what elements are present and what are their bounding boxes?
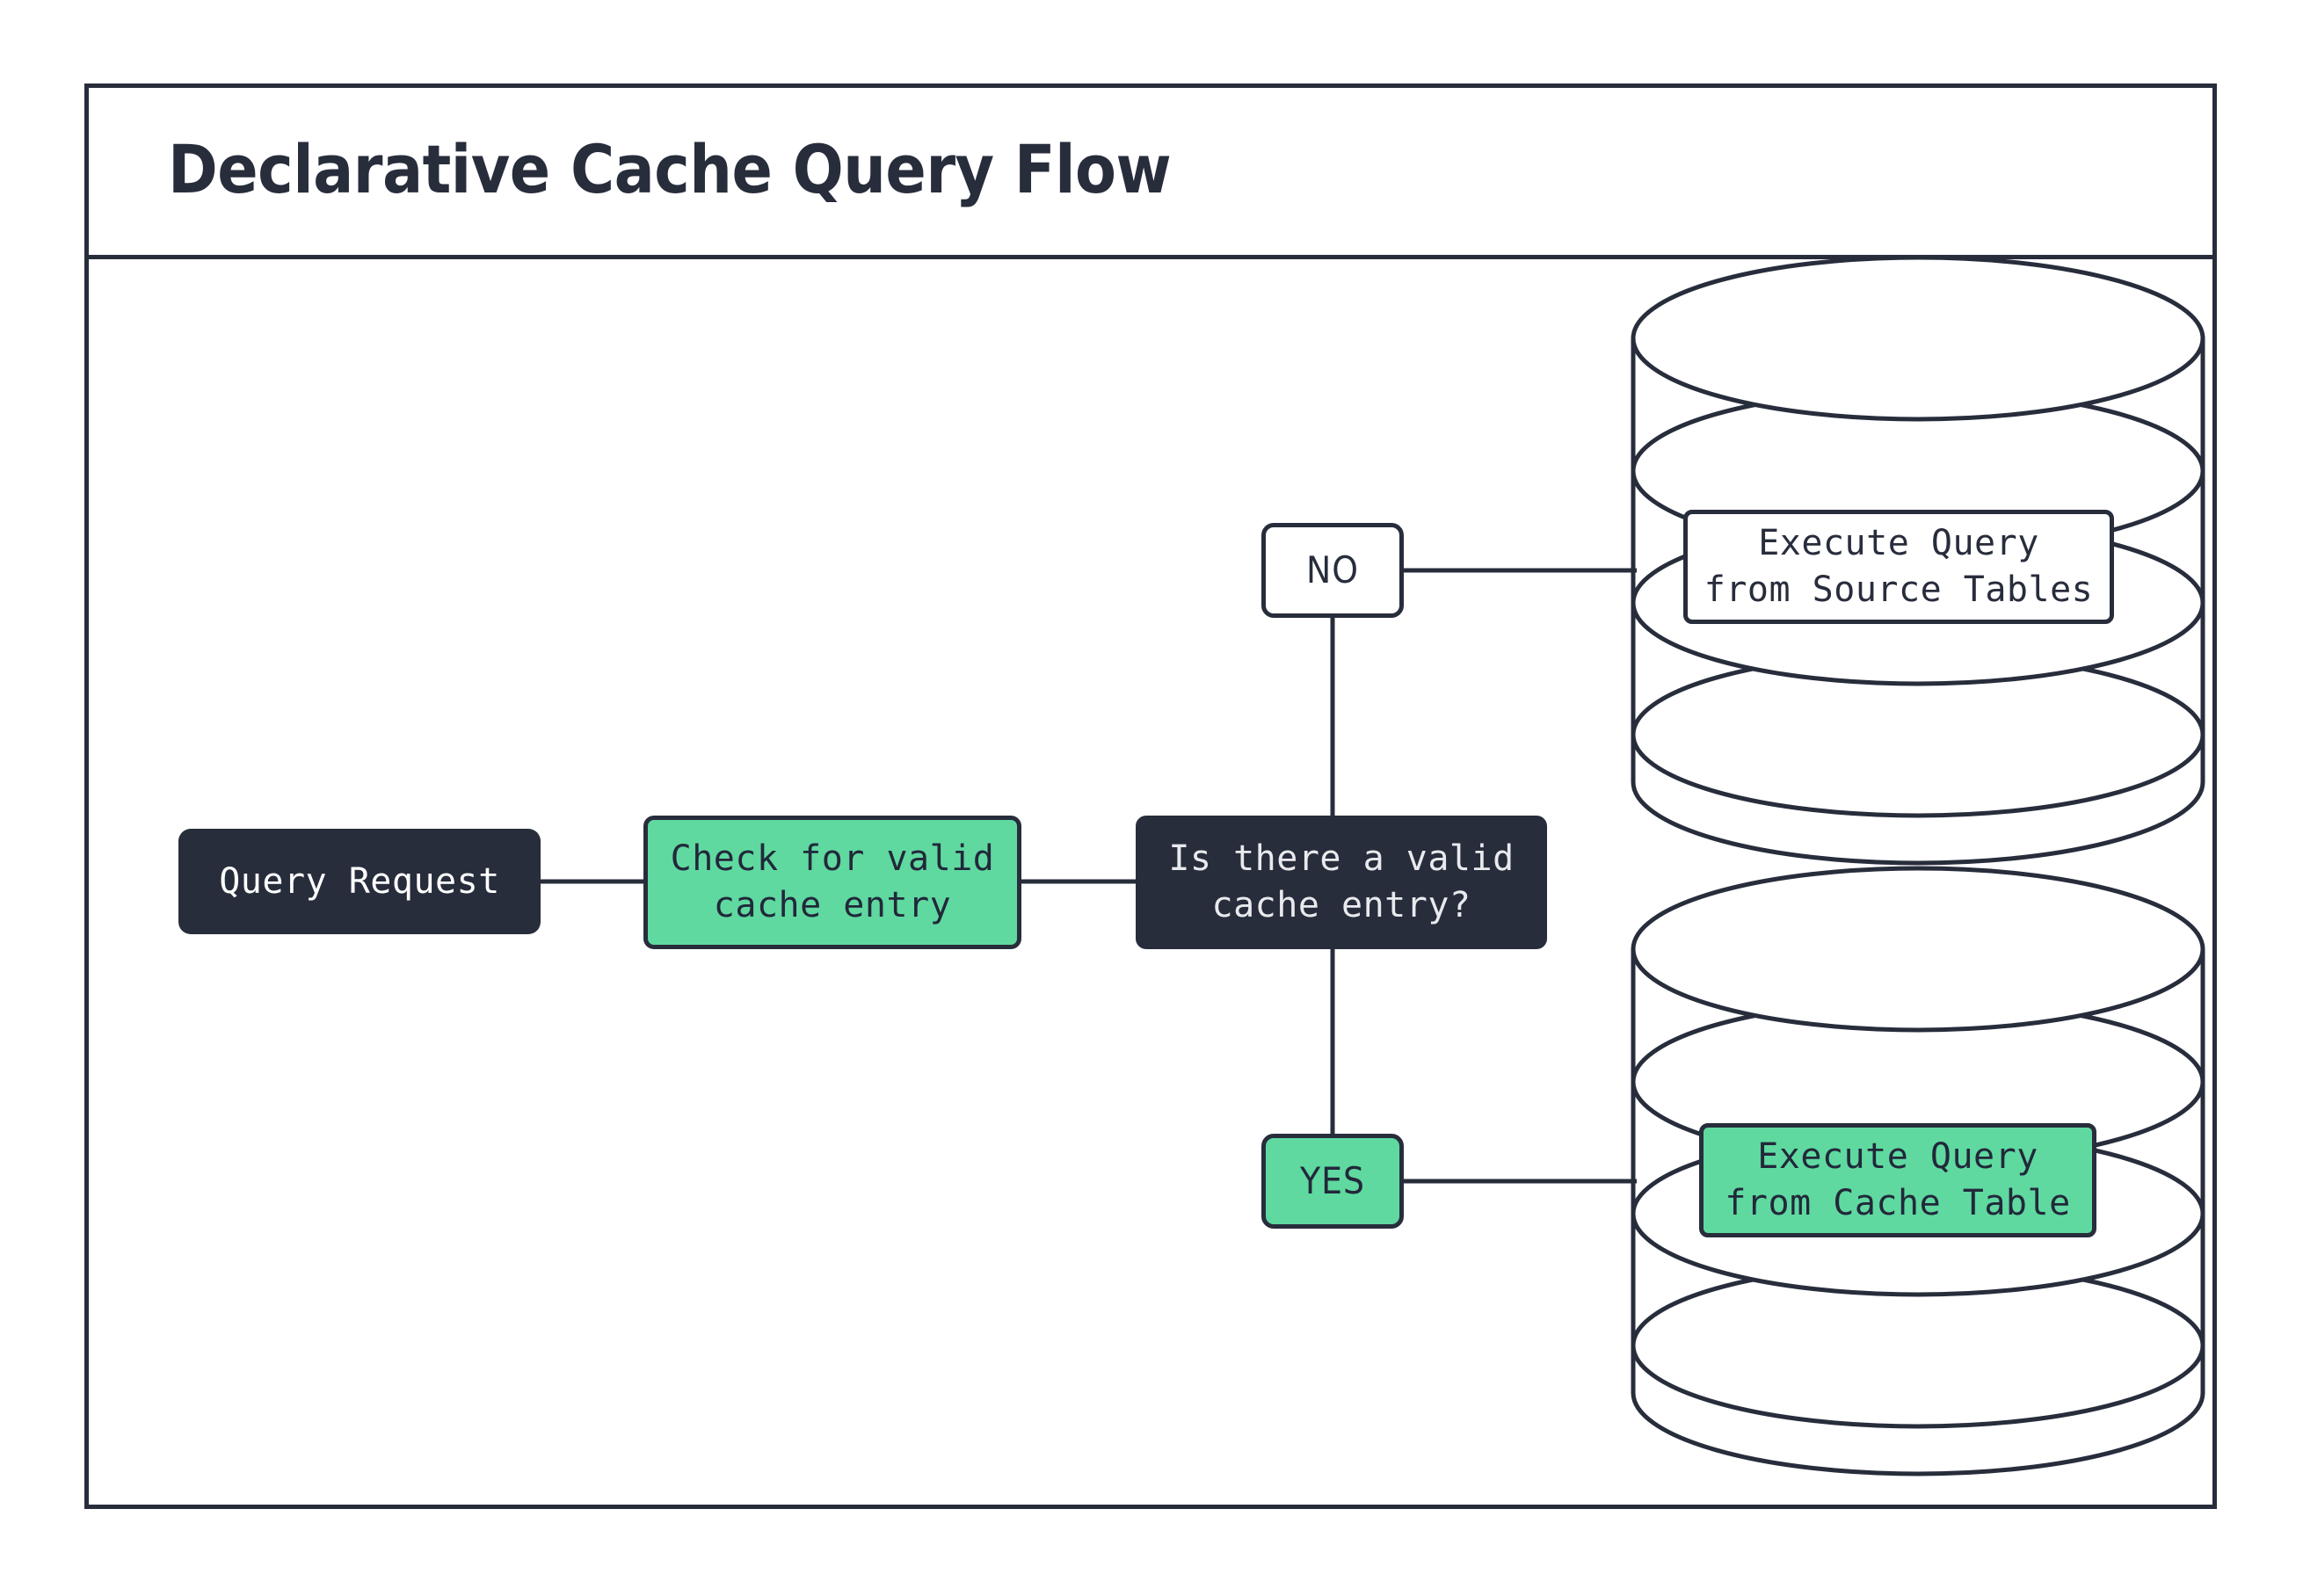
- diagram-frame: [84, 83, 2217, 1509]
- node-decision-valid-cache-entry[interactable]: Is there a valid cache entry?: [1136, 816, 1547, 949]
- node-check-for-valid-cache-entry[interactable]: Check for valid cache entry: [643, 816, 1021, 949]
- page-title: Declarative Cache Query Flow: [168, 130, 1172, 208]
- node-execute-query-from-source-tables[interactable]: Execute Query from Source Tables: [1683, 510, 2114, 624]
- title-bar: Declarative Cache Query Flow: [84, 83, 2217, 259]
- node-query-request[interactable]: Query Request: [178, 829, 541, 934]
- edge-label-no[interactable]: NO: [1261, 523, 1404, 618]
- node-execute-query-from-cache-table[interactable]: Execute Query from Cache Table: [1699, 1123, 2096, 1237]
- edge-label-yes[interactable]: YES: [1261, 1134, 1404, 1229]
